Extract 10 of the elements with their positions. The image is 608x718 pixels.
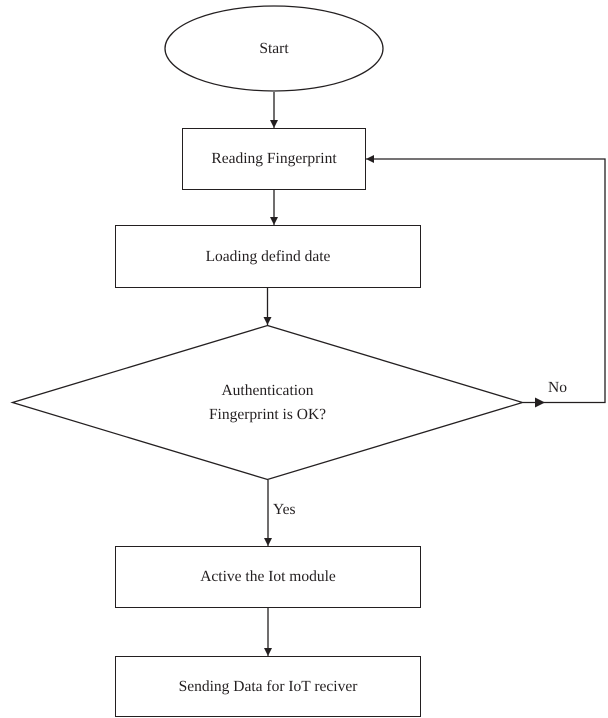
node-text: Loading defind date <box>206 246 330 267</box>
process-box <box>115 546 421 608</box>
node-text: Start <box>259 38 289 59</box>
node-text: Authentication Fingerprint is OK? <box>208 381 328 424</box>
process-box <box>182 128 366 190</box>
node-text: Reading Fingerprint <box>211 149 337 170</box>
node-text: Active the Iot module <box>200 567 336 588</box>
node-text: Sending Data for IoT reciver <box>178 676 358 697</box>
process-box <box>115 656 421 717</box>
process-box <box>115 225 421 288</box>
